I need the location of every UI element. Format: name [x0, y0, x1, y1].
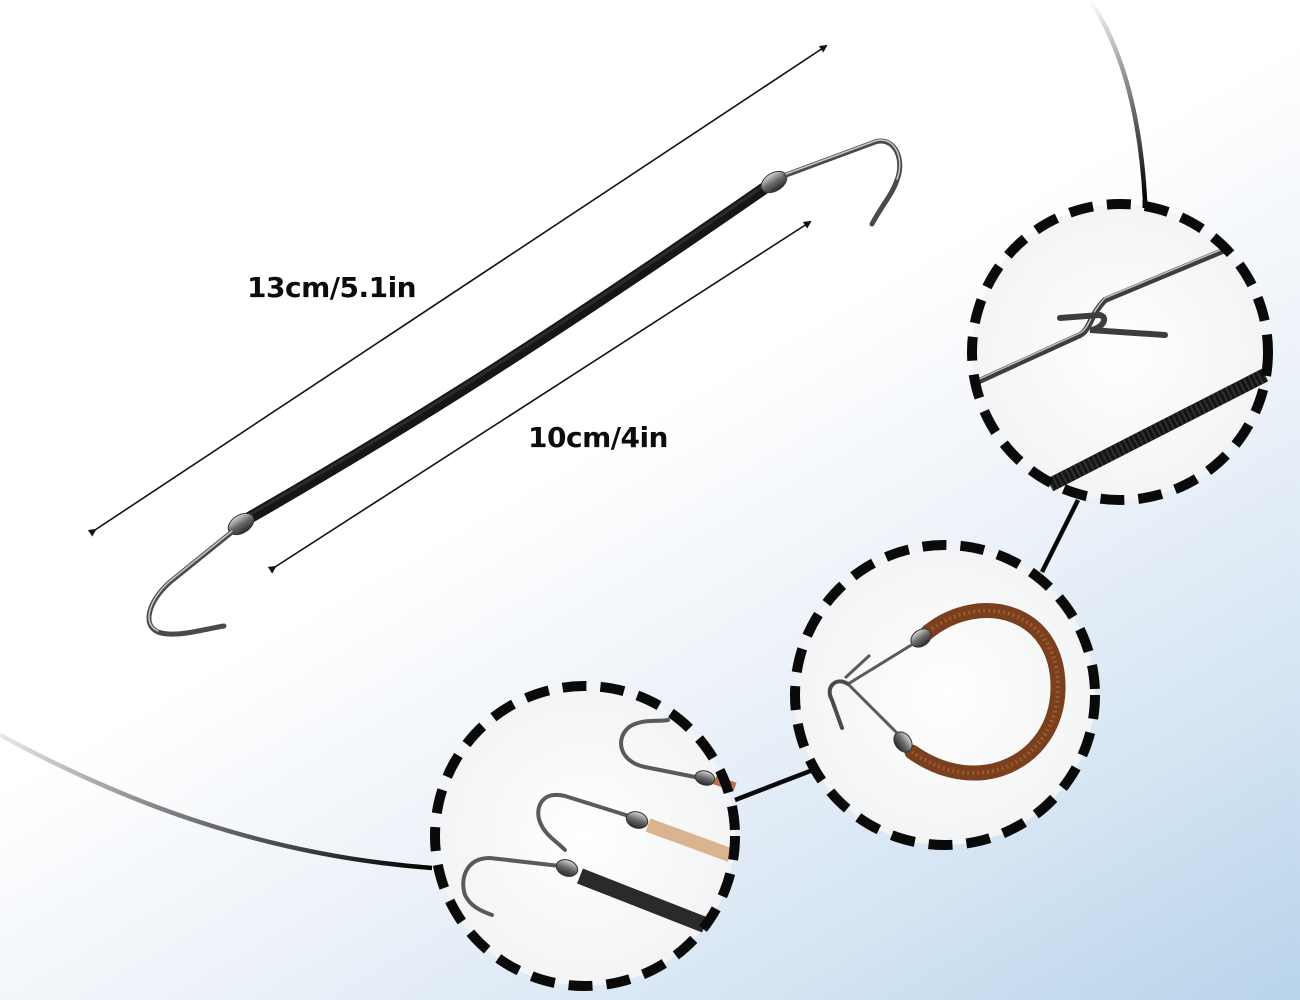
detail-circle-top-right: [967, 199, 1273, 505]
elastic-length-label: 10cm/4in: [528, 421, 668, 454]
measurement-arrow-elastic: [267, 220, 812, 574]
decorative-arc-left: [0, 733, 433, 871]
decorative-arc-top: [1088, 0, 1148, 201]
measurement-arrow-overall: [87, 44, 828, 537]
connector-top-to-middle: [1039, 498, 1081, 574]
main-elastic-with-hooks: [146, 138, 903, 637]
detail-circle-middle: [790, 540, 1100, 850]
connector-middle-to-bottom: [734, 765, 819, 803]
overall-length-label: 13cm/5.1in: [247, 271, 417, 304]
detail-circle-bottom: [430, 681, 740, 991]
